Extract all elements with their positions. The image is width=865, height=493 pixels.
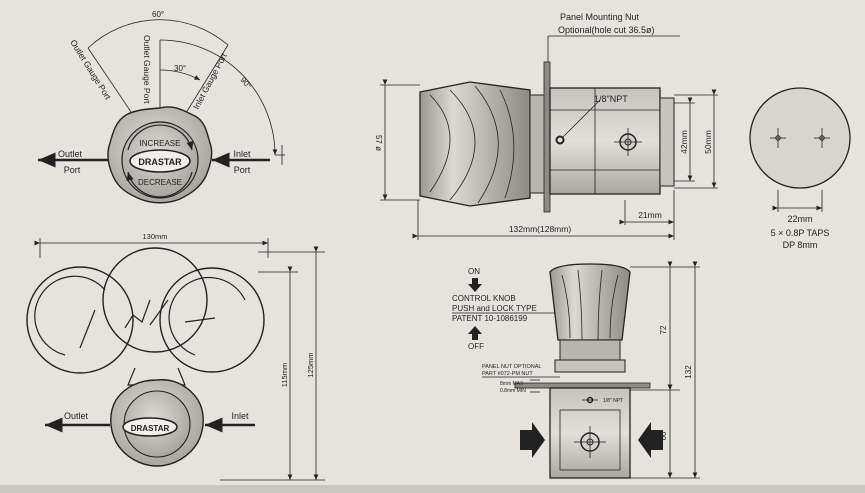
dim-50-label: 50mm [703,130,713,154]
bottom-bar [0,485,865,493]
brand-logo-text: DRASTAR [138,157,182,167]
dia-57-label: 57 ø [374,135,383,151]
center-gauge [102,247,208,353]
top-view: 60° 30° 90° Outlet Gauge Port Outlet Gau… [38,10,285,204]
dim-132-v-label: 132 [684,365,693,379]
outlet-port-label: Port [64,165,81,175]
panel-nut-optional-label: Optional(hole cut 36.5ø) [558,25,655,35]
increase-label: INCREASE [140,139,181,148]
inlet-gauge-port-label: Inlet Gauge Port [191,51,229,111]
decrease-label: DECREASE [138,178,182,187]
on-label: ON [468,267,480,276]
inlet-gauge [159,267,265,373]
max-label: 8mm MAX [500,381,524,387]
taps-label: 5 × 0.8P TAPS [771,228,830,238]
panel-nut-opt-1: PANEL NUT OPTIONAL [482,364,542,370]
outlet-gauge-port-label: Outlet Gauge Port [68,38,113,102]
front-outlet-label: Outlet [64,411,89,421]
dim-132-label: 132mm(128mm) [509,224,572,234]
vertical-knob [549,263,631,341]
angle-60-label: 60° [152,10,164,19]
angle-30-label: 30° [174,64,186,73]
dim-72-label: 72 [659,325,668,334]
brand-logo-oval [129,149,191,173]
knob-label-1: CONTROL KNOB [452,294,516,303]
arc-60 [87,19,229,49]
npt-label: 1/8"NPT [594,94,628,104]
side-panel [543,61,551,213]
side-collar [529,94,546,194]
side-view: Panel Mounting Nut Optional(hole cut 36.… [374,12,718,240]
width-130-label: 130mm [142,232,167,241]
angle-90-label: 90° [238,76,253,91]
dim-60-label: 60 [659,431,668,440]
height-125-label: 125mm [306,352,315,377]
vertical-panel [514,382,651,389]
front-view: 130mm 115mm 125mm DRASTAR Outlet Inlet [26,232,325,481]
vertical-npt-label: 1/8" NPT [603,398,623,404]
min-label: 0.8mm MIN [500,388,526,394]
panel-nut-opt-2: PART #072-PM NUT [482,371,533,377]
knob-label-2: PUSH and LOCK TYPE [452,304,537,313]
end-view: 22mm 5 × 0.8P TAPS DP 8mm [749,87,851,250]
front-inlet-label: Inlet [231,411,249,421]
depth-label: DP 8mm [783,240,818,250]
vertical-view: ON CONTROL KNOB PUSH and LOCK TYPE PATEN… [452,261,700,479]
inlet-port-label: Port [234,165,251,175]
outlet-label: Outlet [58,149,83,159]
dim-22-label: 22mm [787,214,812,224]
off-label: OFF [468,342,484,351]
height-115-label: 115mm [280,363,289,387]
vertical-outlet-arrow [520,422,545,458]
outlet-gauge [26,266,134,374]
knob-label-3: PATENT 10-1086199 [452,314,528,323]
vertical-collar [559,339,621,361]
front-brand-oval [122,417,178,437]
inlet-label: Inlet [233,149,251,159]
vertical-inlet-arrow [638,422,663,458]
side-body [549,87,661,195]
side-port [659,97,675,187]
panel-nut-label: Panel Mounting Nut [560,12,640,22]
dim-42-label: 42mm [679,130,689,154]
npt-port [555,135,565,145]
end-face [749,87,851,189]
outlet-gauge-port-label-2: Outlet Gauge Port [142,35,152,104]
dim-21-label: 21mm [638,210,662,220]
front-brand-text: DRASTAR [131,424,170,433]
